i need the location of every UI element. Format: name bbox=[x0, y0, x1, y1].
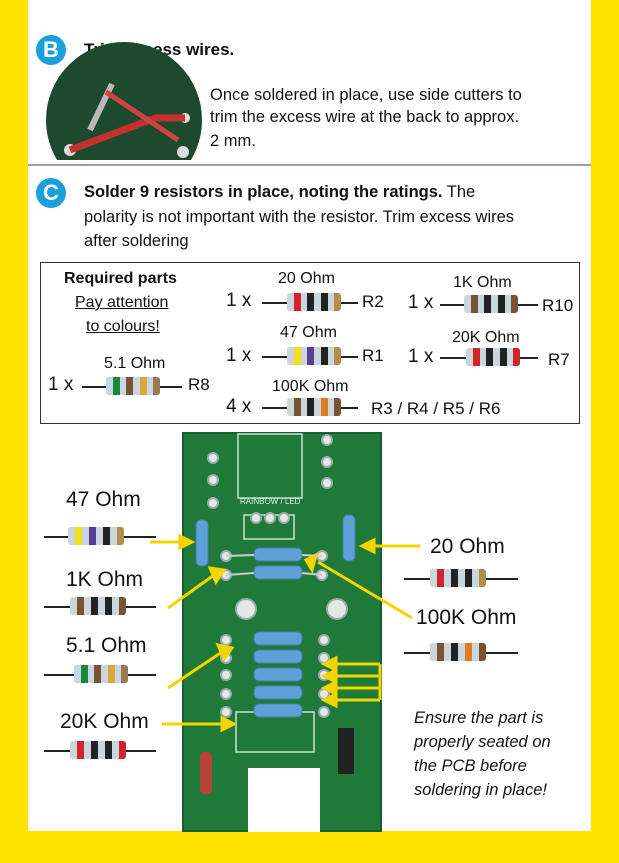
required-parts-box bbox=[40, 262, 580, 424]
note-line-1: Ensure the part is bbox=[414, 709, 544, 727]
step-b-line-3: 2 mm. bbox=[210, 132, 256, 150]
trim-photo bbox=[40, 42, 210, 210]
part-value-5-1: 5.1 Ohm bbox=[104, 355, 166, 372]
callout-20-ohm: 20 Ohm bbox=[430, 535, 505, 558]
part-ref-r8: R8 bbox=[188, 375, 210, 394]
part-qty-100k: 4 x bbox=[226, 396, 252, 417]
callout-5-1-ohm: 5.1 Ohm bbox=[66, 634, 147, 657]
parts-note-2: to colours! bbox=[86, 318, 160, 335]
callout-1k-ohm: 1K Ohm bbox=[66, 568, 144, 591]
resistor-100k-ohm bbox=[287, 398, 341, 416]
frame-bottom bbox=[0, 831, 619, 863]
part-ref-r10: R10 bbox=[542, 296, 574, 315]
section-divider bbox=[28, 164, 591, 166]
seating-note: Ensure the part is properly seated on th… bbox=[414, 706, 551, 802]
part-qty-20k: 1 x bbox=[408, 346, 434, 367]
parts-note-1: Pay attention bbox=[75, 294, 169, 311]
part-value-47: 47 Ohm bbox=[280, 324, 337, 341]
parts-heading: Required parts bbox=[64, 270, 177, 287]
step-c-line-2: polarity is not important with the resis… bbox=[84, 208, 515, 226]
callout-resistor-1k bbox=[70, 597, 126, 615]
part-ref-r1: R1 bbox=[362, 346, 384, 365]
part-qty-47: 1 x bbox=[226, 345, 252, 366]
callout-resistor-20 bbox=[430, 569, 486, 587]
resistor-1k-ohm bbox=[464, 295, 518, 313]
note-line-2: properly seated on bbox=[414, 733, 551, 751]
note-line-4: soldering in place! bbox=[414, 781, 547, 799]
part-value-1k: 1K Ohm bbox=[453, 274, 512, 291]
callout-20k-ohm: 20K Ohm bbox=[60, 710, 149, 733]
step-c-line-1: Solder 9 resistors in place, noting the … bbox=[84, 181, 475, 203]
step-c-line-3: after soldering bbox=[84, 232, 189, 250]
callout-resistor-100k bbox=[430, 643, 486, 661]
frame-right bbox=[591, 0, 619, 863]
part-ref-r2: R2 bbox=[362, 292, 384, 311]
part-qty-5-1: 1 x bbox=[48, 374, 74, 395]
silk-rainbow-led: RAINBOW / LED bbox=[240, 497, 301, 506]
resistor-47-ohm bbox=[287, 347, 341, 365]
frame-left bbox=[0, 0, 28, 863]
step-b-badge: B bbox=[36, 35, 66, 65]
part-value-20: 20 Ohm bbox=[278, 270, 335, 287]
callout-47-ohm: 47 Ohm bbox=[66, 488, 141, 511]
resistor-20k-ohm bbox=[466, 348, 520, 366]
part-ref-r7: R7 bbox=[548, 350, 570, 369]
pcb-slot bbox=[248, 768, 320, 832]
step-c-title: Solder 9 resistors in place, noting the … bbox=[84, 183, 443, 201]
callout-resistor-5-1 bbox=[74, 665, 128, 683]
step-c-title-rest: The bbox=[442, 183, 476, 201]
step-b-line-1: Once soldered in place, use side cutters… bbox=[210, 86, 522, 104]
resistor-5-1-ohm bbox=[106, 377, 160, 395]
callout-100k-ohm: 100K Ohm bbox=[416, 606, 517, 629]
note-line-3: the PCB before bbox=[414, 757, 527, 775]
callout-resistor-47 bbox=[68, 527, 124, 545]
part-value-20k: 20K Ohm bbox=[452, 329, 520, 346]
resistor-20-ohm bbox=[287, 293, 341, 311]
step-b-line-2: trim the excess wire at the back to appr… bbox=[210, 108, 520, 126]
part-qty-20: 1 x bbox=[226, 290, 252, 311]
callout-resistor-20k bbox=[70, 741, 126, 759]
part-qty-1k: 1 x bbox=[408, 292, 434, 313]
step-c-badge: C bbox=[36, 178, 66, 208]
part-value-100k: 100K Ohm bbox=[272, 378, 349, 395]
part-ref-r3-r6: R3 / R4 / R5 / R6 bbox=[371, 399, 501, 418]
